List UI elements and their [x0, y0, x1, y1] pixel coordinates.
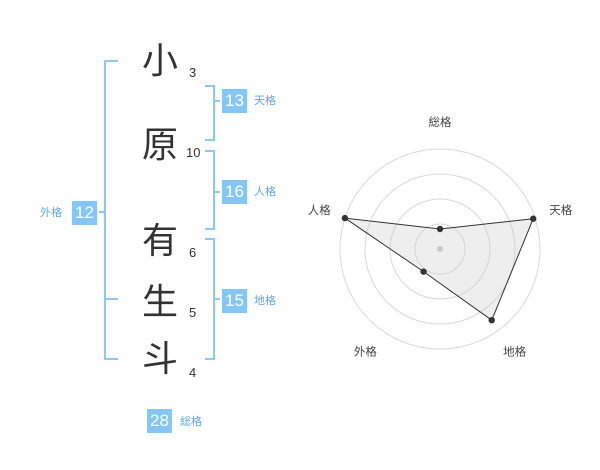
chikaku-label: 地格	[254, 294, 276, 307]
radar-point-2	[530, 215, 537, 222]
jinkaku-bracket	[205, 150, 215, 230]
stroke-count-4: 5	[189, 305, 197, 320]
tenkaku-value: 13	[222, 89, 247, 113]
chikaku-value: 15	[222, 289, 247, 313]
radar-point-4	[420, 268, 427, 275]
stroke-count-3: 6	[189, 245, 197, 260]
name-char-4: 生	[141, 282, 178, 323]
soukaku-value: 28	[147, 409, 172, 433]
gaikaku-label: 外格	[40, 206, 62, 219]
chikaku-tick	[215, 298, 220, 300]
name-char-5: 斗	[141, 339, 178, 380]
tenkaku-bracket	[205, 85, 215, 141]
name-char-2: 原	[141, 125, 178, 166]
radar-ring-3	[364, 173, 516, 325]
gaikaku-value: 12	[72, 201, 97, 225]
gaikaku-tick	[99, 211, 104, 213]
stroke-count-2: 10	[186, 145, 201, 160]
soukaku-label: 総格	[180, 415, 202, 428]
radar-ring-1	[414, 223, 466, 275]
name-char-1: 小	[141, 41, 178, 82]
radar-axis-label-3: 地格	[503, 345, 526, 359]
radar-center	[437, 246, 443, 252]
radar-axis-label-5: 人格	[308, 203, 331, 217]
gaikaku-bracket	[104, 60, 118, 360]
radar-axis-label-2: 天格	[549, 203, 572, 217]
tenkaku-tick	[215, 100, 220, 102]
name-char-3: 有	[141, 221, 178, 262]
radar-ring-4	[339, 148, 541, 350]
radar-point-3	[488, 316, 495, 324]
jinkaku-tick	[215, 191, 220, 193]
radar-series-area	[344, 217, 534, 321]
radar-axis-label-4: 外格	[354, 345, 377, 359]
gaikaku-inner-tick	[104, 298, 118, 300]
radar-point-5	[341, 214, 349, 222]
tenkaku-label: 天格	[254, 94, 276, 107]
jinkaku-label: 人格	[254, 185, 276, 198]
stroke-count-5: 4	[189, 365, 197, 380]
chikaku-bracket	[205, 238, 215, 360]
jinkaku-value: 16	[222, 180, 247, 204]
radar-point-1	[436, 225, 444, 233]
stroke-count-1: 3	[189, 65, 197, 80]
radar-axis-label-1: 総格	[429, 115, 452, 129]
